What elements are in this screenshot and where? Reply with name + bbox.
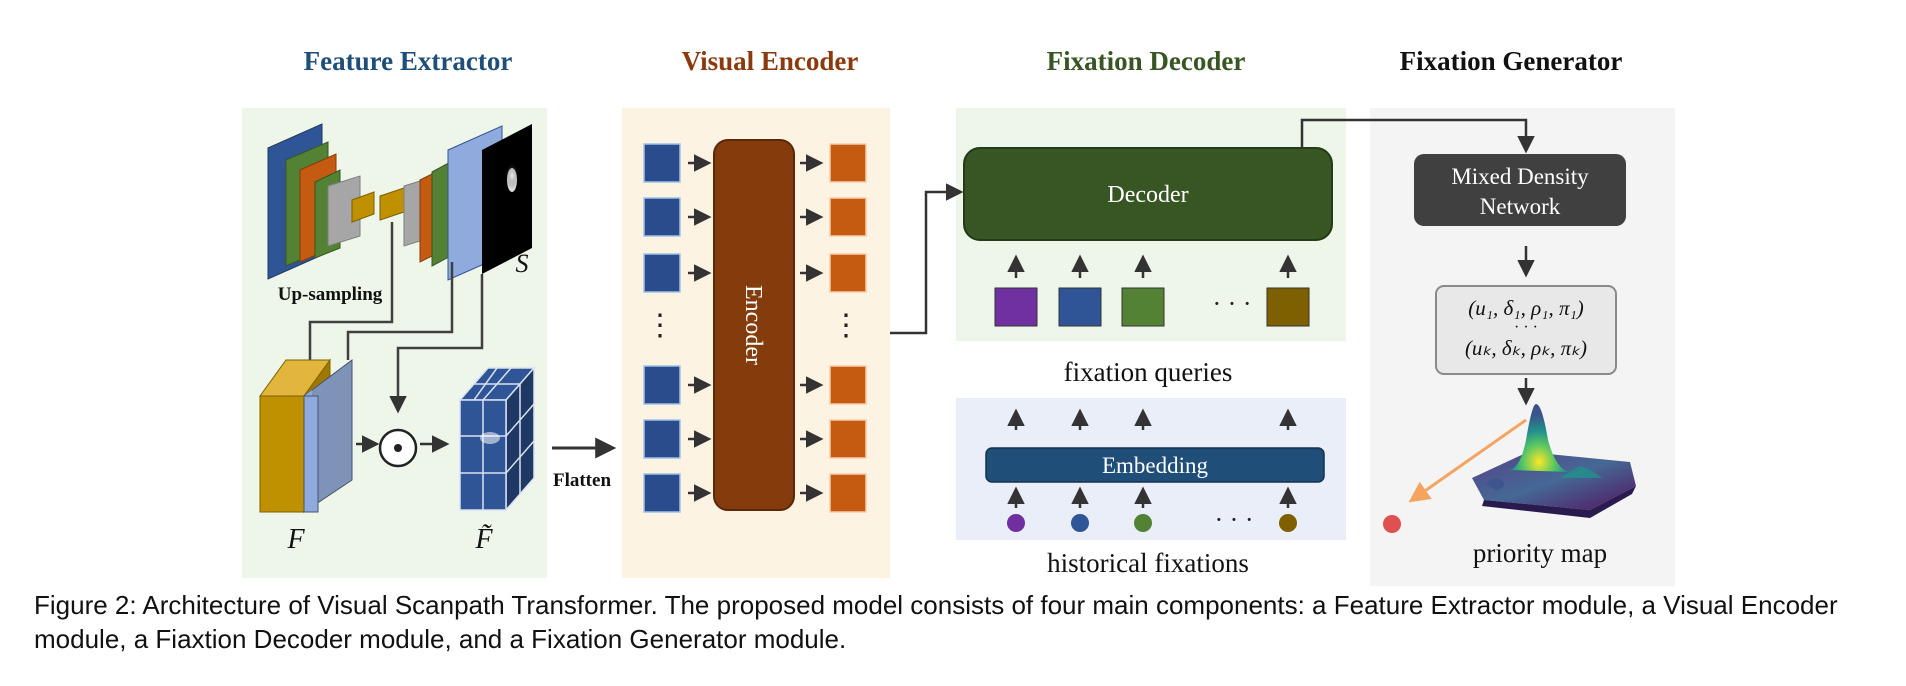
fixation-generator-title: Fixation Generator (1400, 46, 1623, 76)
encoder-input-token (643, 197, 681, 237)
embedding-output-arrows (1007, 408, 1297, 430)
encoder-output-token (829, 143, 867, 183)
decoder-block (963, 147, 1333, 241)
historical-fixation-dots (1007, 514, 1297, 532)
encoder-input-arrows (688, 154, 712, 502)
encoder-input-token (643, 365, 681, 405)
encoder-input-token (643, 419, 681, 459)
fixation-input-arrows (1007, 486, 1297, 508)
feature-map-f (259, 358, 353, 514)
embedding-label: Embedding (1102, 453, 1209, 478)
historical-fixation-dot (1071, 514, 1089, 532)
embedding-block (985, 447, 1325, 483)
encoder-output-tokens (829, 143, 867, 513)
connector-line-3 (389, 274, 484, 414)
encoder-output-token (829, 473, 867, 513)
params-line2: (uₖ, δₖ, ρₖ, πₖ) (1465, 336, 1587, 360)
predicted-fixation-dot (1383, 515, 1401, 533)
encoder-input-vdots: ⋮ (645, 309, 675, 342)
flatten-label: Flatten (553, 470, 611, 491)
encoder-input-tokens (643, 143, 681, 513)
priority-map-label: priority map (1473, 538, 1607, 568)
encoder-output-arrows (800, 154, 824, 502)
upsampling-network (267, 123, 532, 281)
fixation-decoder-title: Fixation Decoder (1047, 46, 1246, 76)
connector-line-2 (346, 262, 454, 360)
fixation-queries-label: fixation queries (1064, 357, 1233, 387)
fixation-query-token (1266, 287, 1310, 327)
mdn-block (1414, 154, 1626, 226)
fixation-sample-arrow (1408, 418, 1527, 503)
historical-fixations-label: historical fixations (1047, 548, 1249, 578)
visual-encoder-title: Visual Encoder (682, 46, 859, 76)
feature-symbol: F (286, 524, 305, 555)
feature-extractor-title: Feature Extractor (304, 46, 513, 76)
params-box (1435, 285, 1617, 375)
fixation-query-token (1121, 287, 1165, 327)
architecture-diagram: Feature Extractor Visual Encoder Fixatio… (242, 46, 1675, 586)
fixation-query-token (994, 287, 1038, 327)
priority-map-surface (1472, 404, 1636, 518)
historical-fixation-dot (1134, 514, 1152, 532)
decoder-to-mdn-line (1300, 118, 1535, 154)
encoder-output-token (829, 419, 867, 459)
query-ellipsis: · · · (1213, 289, 1252, 318)
params-line1: (u₁, δ₁, ρ₁, π₁) (1468, 296, 1584, 320)
mdn-label-line1: Mixed Density (1451, 164, 1589, 189)
feature-tilde-symbol: F̃ (474, 524, 493, 555)
query-arrows (1007, 254, 1297, 278)
connector-line-1 (308, 222, 394, 360)
encoder-output-token (829, 197, 867, 237)
figure-caption: Figure 2: Architecture of Visual Scanpat… (34, 590, 1838, 654)
mdn-label-line2: Network (1480, 194, 1561, 219)
encoder-label: Encoder (740, 285, 766, 365)
encoder-output-token (829, 253, 867, 293)
encoder-block (713, 139, 795, 511)
decoder-label: Decoder (1107, 182, 1188, 208)
fixation-ellipsis: · · · (1215, 505, 1254, 534)
encoder-output-token (829, 365, 867, 405)
elementwise-product-icon (378, 428, 418, 468)
historical-fixation-dot (1007, 514, 1025, 532)
encoder-input-token (643, 253, 681, 293)
historical-fixation-dot (1279, 514, 1297, 532)
upsampling-label: Up-sampling (278, 284, 383, 305)
fixation-query-tokens (994, 287, 1310, 327)
saliency-symbol: S (516, 249, 529, 278)
params-dots: · · · (1514, 319, 1538, 336)
encoder-input-token (643, 143, 681, 183)
feature-cube-ftilde (458, 366, 536, 512)
encoder-output-vdots: ⋮ (831, 309, 861, 342)
fixation-query-token (1058, 287, 1102, 327)
encoder-to-decoder-line (890, 183, 964, 335)
encoder-input-token (643, 473, 681, 513)
